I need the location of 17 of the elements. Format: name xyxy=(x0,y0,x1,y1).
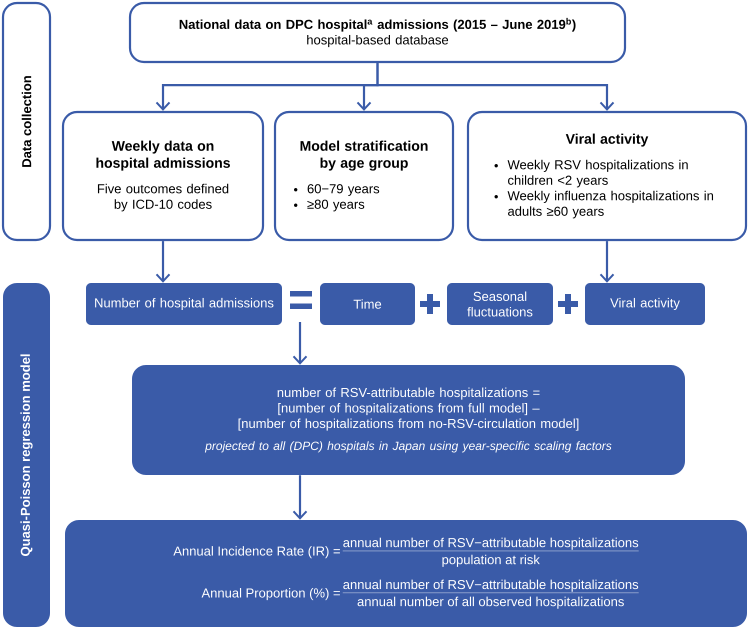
model-box: Time xyxy=(320,283,415,325)
arrow xyxy=(292,322,308,365)
model-box: number of RSV-attributable hospitalizations = [number of hospitalizations from full model] – [number of hospitalizations from no-RSV-circulation model] projected to all (DPC) hospitals in Japan using year-specific scaling factors xyxy=(132,365,685,475)
section-band: Data collection xyxy=(2,2,52,242)
model-box: Number of hospital admissions xyxy=(86,283,282,325)
process-box: Viral activity Weekly RSV hospitalizations in children <2 years Weekly influenza hospitalizations in adults ≥60 years xyxy=(466,110,748,242)
model-box: Viral activity xyxy=(585,283,705,325)
arrow xyxy=(376,63,614,111)
arrow xyxy=(292,475,308,520)
arrow xyxy=(600,241,614,283)
process-box: Model stratification by age group 60−79 years ≥80 years xyxy=(274,110,454,242)
model-box: Annual Incidence Rate (IR) = annual number of RSV−attributable hospitalizations population at risk Annual Proportion (%) = annual number of RSV−attributable hospitalizations annual number of all observed hospitalizations xyxy=(65,520,747,627)
process-box: National data on DPC hospital$^{a}$ admissions (2015 – June 2019$^{b}$) hospital-based database xyxy=(128,2,626,64)
section-band: Quasi-Poisson regression model xyxy=(3,283,50,627)
process-box: Weekly data on hospital admissions Five outcomes defined by ICD-10 codes xyxy=(62,110,264,242)
model-box: Seasonal fluctuations xyxy=(447,283,553,325)
arrow xyxy=(156,241,170,283)
